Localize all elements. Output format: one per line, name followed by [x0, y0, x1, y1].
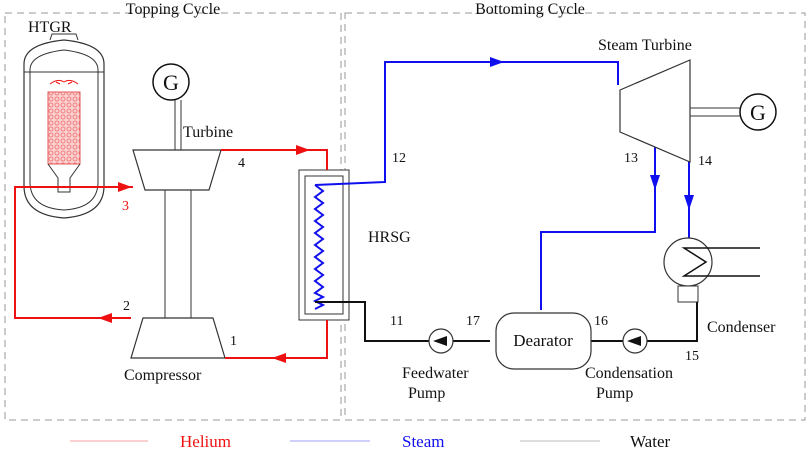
helium-loop	[14, 149, 328, 359]
legend: Helium Steam Water	[70, 432, 670, 451]
feedwater-pump-label-2: Pump	[408, 385, 445, 402]
hrsg-label: HRSG	[368, 229, 411, 246]
condenser-label: Condenser	[707, 319, 776, 336]
htgr-label: HTGR	[28, 19, 72, 36]
compressor-label: Compressor	[124, 367, 202, 384]
condensation-pump-label-2: Pump	[596, 385, 633, 402]
steam-turbine	[619, 59, 691, 163]
condensation-pump-label-1: Condensation	[585, 365, 673, 382]
condensation-pump-icon	[622, 328, 648, 354]
state-point-2: 2	[123, 299, 130, 314]
htgr-reactor	[23, 33, 105, 219]
state-point-4: 4	[238, 156, 245, 171]
legend-steam-label: Steam	[402, 432, 445, 451]
helium-arrows	[98, 145, 310, 363]
steam-turbine-label: Steam Turbine	[598, 37, 692, 54]
state-point-12: 12	[392, 151, 406, 166]
generator-2-icon	[739, 93, 777, 131]
state-point-17: 17	[466, 314, 480, 329]
reactor-core	[47, 91, 81, 165]
legend-helium-label: Helium	[180, 432, 231, 451]
state-point-16: 16	[594, 314, 608, 329]
state-point-14: 14	[698, 154, 712, 169]
dearator	[495, 312, 592, 370]
steam-arrows	[490, 57, 694, 210]
bottoming-cycle-title: Bottoming Cycle	[475, 1, 585, 18]
condenser	[663, 237, 760, 303]
state-point-3: 3	[122, 199, 129, 214]
generator-1-label: G	[163, 70, 179, 95]
state-point-11: 11	[390, 314, 403, 329]
state-point-1: 1	[230, 334, 237, 349]
generator-1-icon	[152, 63, 190, 101]
compressor	[130, 317, 226, 359]
state-point-15: 15	[685, 349, 699, 364]
feedwater-pump-icon	[428, 328, 454, 354]
turbine-label: Turbine	[183, 124, 233, 141]
generator-2-label: G	[750, 100, 766, 125]
feedwater-pump-label-1: Feedwater	[402, 365, 469, 382]
topping-cycle-box	[4, 12, 342, 421]
topping-cycle-title: Topping Cycle	[126, 1, 220, 18]
legend-water-label: Water	[630, 432, 670, 451]
dearator-label: Dearator	[513, 331, 573, 350]
hrsg	[298, 169, 350, 321]
state-point-13: 13	[624, 151, 638, 166]
gas-turbine	[132, 100, 222, 191]
